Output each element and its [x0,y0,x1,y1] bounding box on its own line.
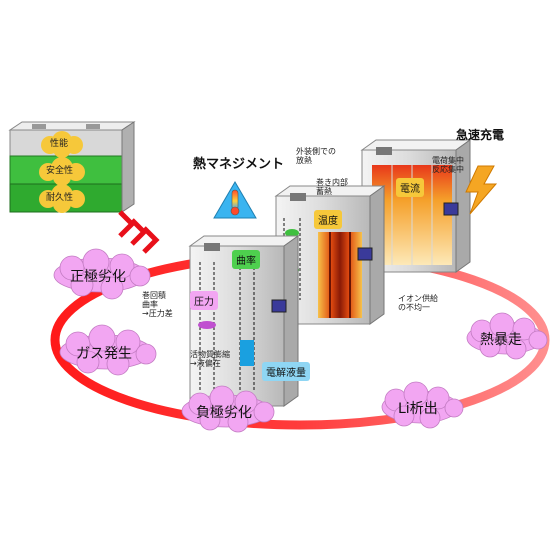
battery-label-safety: 安全性 [46,166,74,176]
annotation-ion-supply: イオン供給 の不均一 [398,294,438,313]
lightning-icon [465,165,498,215]
cloud-anode [181,385,275,433]
battery-stack [8,121,136,213]
label-anode-degradation: 負極劣化 [196,405,252,421]
label-thermal-runaway: 熱暴走 [480,332,522,348]
title-thermal-management: 熱マネジメント [193,157,285,172]
battery-label-performance: 性能 [50,139,69,149]
annotation-inner-heat: 巻き内部 蓄熱 [316,178,348,197]
cloud-performance [41,131,83,158]
label-gas-generation: ガス発生 [76,346,132,362]
tag-temperature: 温度 [314,210,342,229]
tag-current: 電流 [396,178,424,197]
arrow-chevrons [118,210,160,254]
tag-pressure: 圧力 [190,291,218,310]
cell-middle [274,185,386,325]
annotation-charge-concentration: 電荷集中 反応集中 [432,156,464,175]
cloud-gas [59,324,157,376]
tag-electrolyte: 電解液量 [262,362,310,381]
annotation-winding: 巻回積 曲率 →圧力差 [142,291,173,319]
cloud-cathode [53,248,151,300]
battery-label-durability: 耐久性 [46,193,74,203]
title-fast-charge: 急速充電 [456,128,505,142]
annotation-outer-heat: 外装側での 放熱 [296,147,336,166]
label-cathode-degradation: 正極劣化 [70,269,126,285]
cloud-durability [39,184,85,213]
cloud-safety [39,157,85,186]
annotation-active-material: 活物質膨縮 →液偏在 [190,350,230,369]
cell-front [188,235,300,407]
thermometer-warning-icon [213,181,257,219]
label-li-plating: Li析出 [398,401,438,417]
cloud-thermal-runaway [466,312,548,360]
tag-curvature: 曲率 [232,250,260,269]
cell-back [360,139,472,273]
cloud-li-plating [381,381,464,429]
